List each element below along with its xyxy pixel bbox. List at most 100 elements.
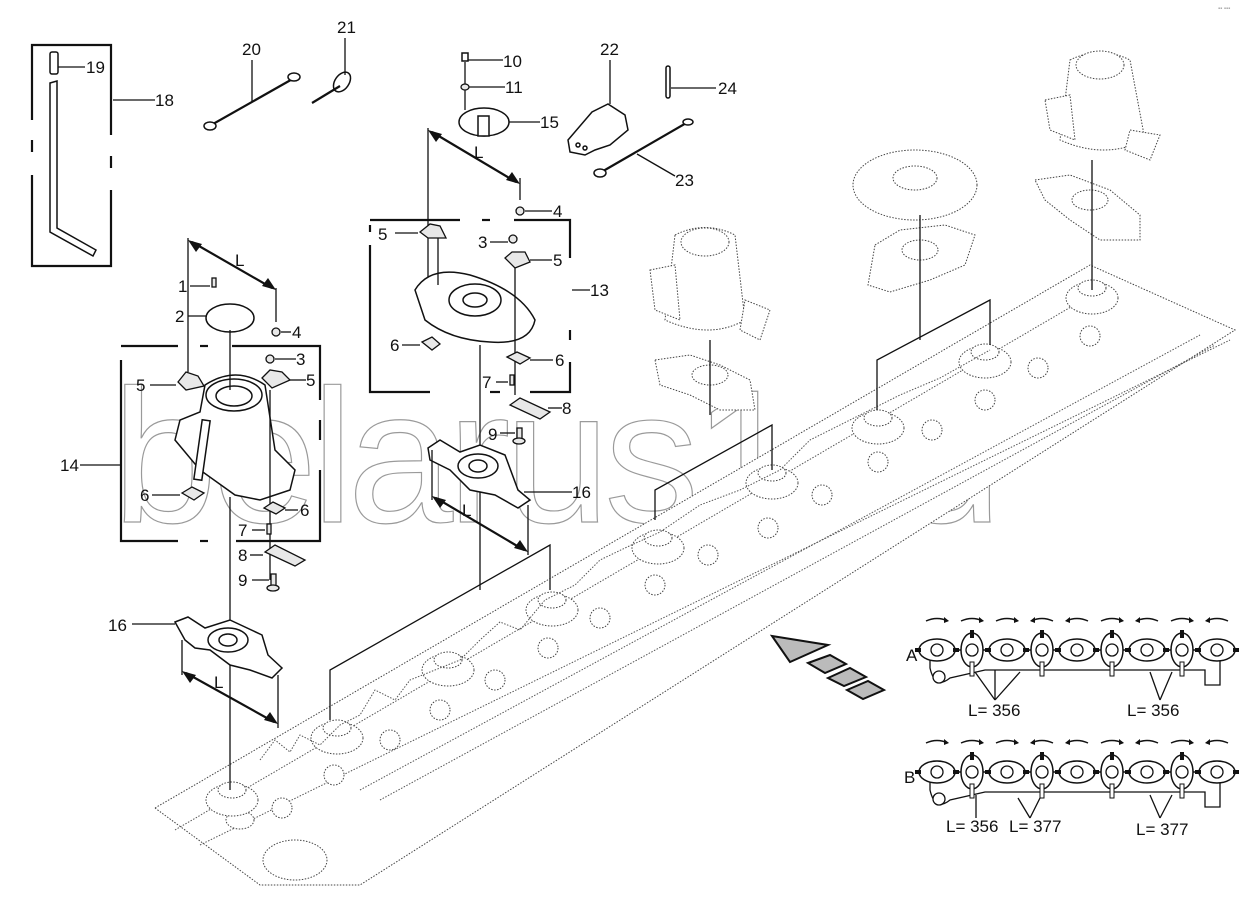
gear-hub — [421, 651, 475, 687]
rotation-arrow-head — [1135, 617, 1140, 623]
blade — [970, 630, 974, 638]
rotation-arrow-head — [1205, 617, 1210, 623]
callout-8b: 8 — [238, 546, 247, 565]
dimension-l-left: L — [187, 238, 277, 372]
callout-22: 22 — [600, 40, 619, 59]
indicator-arrow-icon — [1159, 794, 1173, 819]
disc-hub — [965, 643, 979, 657]
disc-hub — [1105, 643, 1119, 657]
disc-hub — [930, 643, 944, 657]
disc-hub — [930, 765, 944, 779]
blade — [915, 648, 921, 652]
rotation-arrow-head — [1030, 739, 1035, 745]
callout-16b: 16 — [108, 616, 127, 635]
callout-5a: 5 — [378, 225, 387, 244]
callout-9a: 9 — [488, 425, 497, 444]
callout-24: 24 — [718, 79, 737, 98]
part-5-clip: 5 — [136, 371, 206, 395]
callout-19: 19 — [86, 58, 105, 77]
part-18-bracket — [49, 80, 97, 258]
disc-hub — [1210, 765, 1224, 779]
blade — [1125, 770, 1131, 774]
blade — [1093, 770, 1099, 774]
callout-11: 11 — [505, 78, 523, 97]
disc-hub — [1175, 765, 1189, 779]
blade — [1110, 752, 1114, 760]
blade — [953, 648, 959, 652]
callout-9b: 9 — [238, 571, 247, 590]
blade — [970, 752, 974, 760]
callout-6b: 6 — [555, 351, 564, 370]
callout-18: 18 — [155, 91, 174, 110]
layout-a-dim-2: L= 356 — [1127, 701, 1179, 720]
part-21-linch-pin: 21 — [311, 18, 356, 104]
layout-a-dim-1: L= 356 — [968, 701, 1020, 720]
part-2-gasket: 2 — [175, 303, 255, 333]
part-3-nut: 3 — [478, 233, 518, 252]
callout-2: 2 — [175, 307, 184, 326]
blade — [1233, 648, 1239, 652]
callout-10: 10 — [503, 52, 522, 71]
rotation-arrow-head — [1014, 617, 1019, 623]
blade — [1163, 770, 1169, 774]
blade — [1109, 661, 1115, 677]
blade — [1163, 648, 1169, 652]
part-18-box: 19 18 — [30, 43, 174, 268]
callout-13: 13 — [590, 281, 609, 300]
blade — [1023, 770, 1029, 774]
blade — [1180, 630, 1184, 638]
indicator-arrow-icon — [1149, 794, 1161, 819]
indicator-arrow-icon — [994, 671, 1021, 701]
part-4-nut: 4 — [515, 202, 562, 221]
rotation-arrow-head — [944, 739, 949, 745]
rotation-arrow-head — [1030, 617, 1035, 623]
part-23-cable: 23 — [593, 118, 694, 190]
blade — [1055, 648, 1061, 652]
assembly-14-box: 14 — [60, 344, 322, 543]
blade — [1110, 630, 1114, 638]
rotation-arrow-head — [1119, 617, 1124, 623]
blade — [1195, 648, 1201, 652]
indicator-arrow-icon — [1017, 797, 1031, 819]
layout-b-dim-2: L= 377 — [1009, 817, 1061, 836]
part-3-nut: 3 — [265, 350, 305, 369]
part-10-bolt: 10 — [461, 52, 522, 71]
callout-4a: 4 — [553, 202, 562, 221]
rotation-arrow-head — [1135, 739, 1140, 745]
dimension-l-middle: L — [431, 450, 529, 555]
blade — [1233, 770, 1239, 774]
layout-b-dim-3: L= 377 — [1136, 820, 1188, 839]
assembly-13-box: 13 — [368, 218, 609, 394]
callout-3a: 3 — [478, 233, 487, 252]
disc-hub — [1070, 765, 1084, 779]
part-9-bolt: 9 — [488, 425, 526, 445]
corner-mark: ▪▪ ▪▪▪ — [1218, 6, 1230, 12]
gear-hub — [310, 719, 364, 755]
callout-5d: 5 — [306, 371, 315, 390]
part-5-clip: 5 — [504, 251, 562, 270]
part-5-clip: 5 — [378, 223, 448, 244]
part-7-screw: 7 — [238, 521, 272, 540]
part-4-nut: 4 — [271, 323, 301, 342]
callout-14: 14 — [60, 456, 79, 475]
callout-4b: 4 — [292, 323, 301, 342]
part-7-screw: 7 — [482, 373, 515, 392]
part-19-shim — [49, 51, 59, 75]
part-16-carrier-lower: 16 — [108, 616, 284, 679]
rotation-arrow-head — [1119, 739, 1124, 745]
blade — [969, 783, 975, 799]
dimension-l-label: L — [474, 143, 483, 162]
callout-23: 23 — [675, 171, 694, 190]
callout-3b: 3 — [296, 350, 305, 369]
part-20-cable: 20 — [203, 40, 301, 131]
blade — [1109, 783, 1115, 799]
layout-diagram-b: B — [904, 739, 1239, 819]
callout-5c: 5 — [136, 376, 145, 395]
part-9-bolt: 9 — [238, 571, 280, 592]
disc-hub — [1000, 765, 1014, 779]
layout-b-label: B — [904, 768, 915, 787]
part-6-plate: 6 — [262, 501, 309, 520]
callout-6d: 6 — [300, 501, 309, 520]
blade — [1093, 648, 1099, 652]
